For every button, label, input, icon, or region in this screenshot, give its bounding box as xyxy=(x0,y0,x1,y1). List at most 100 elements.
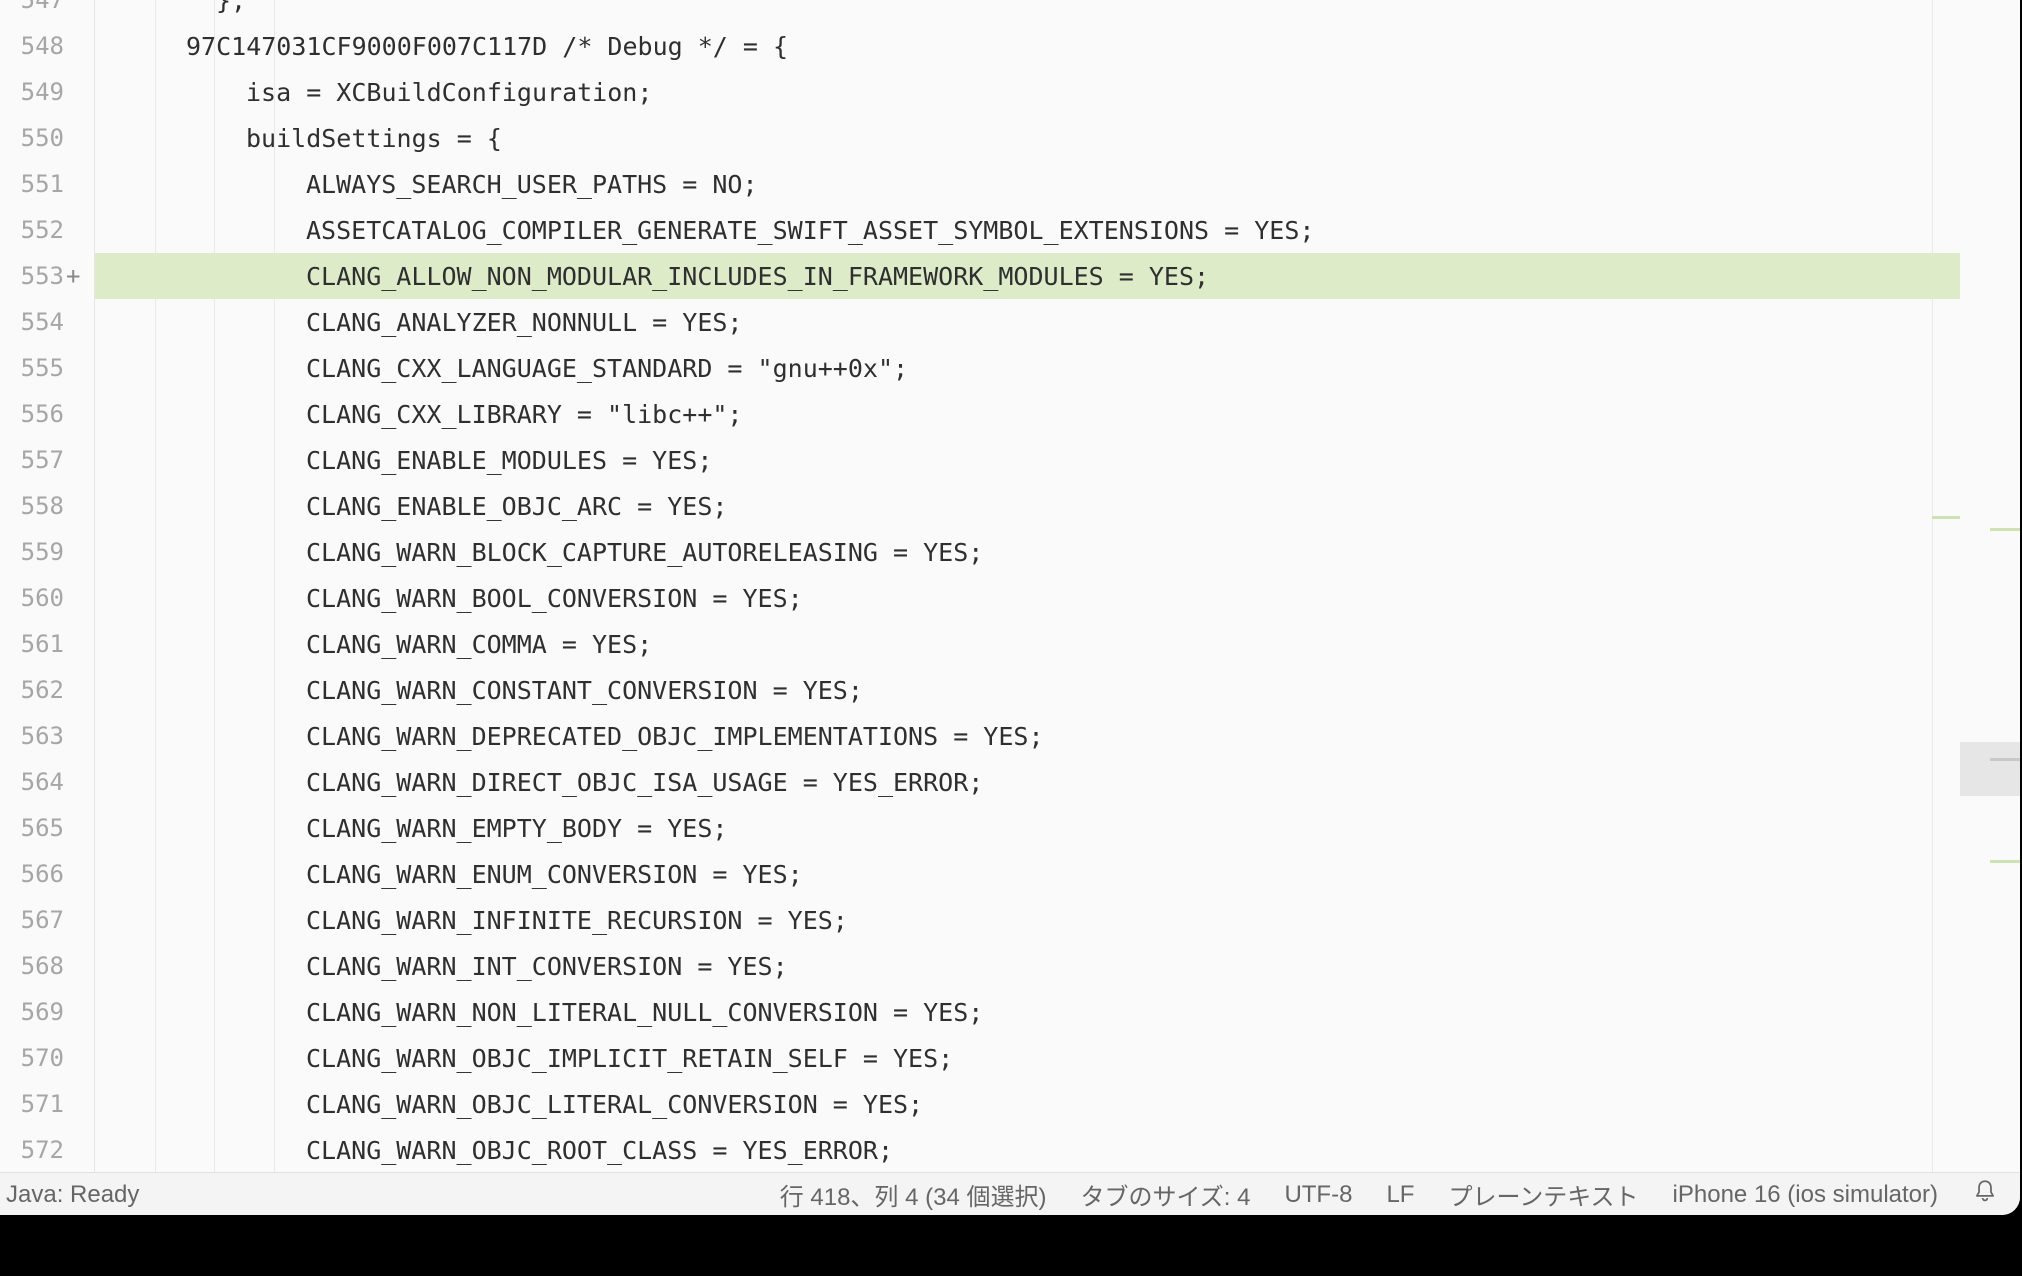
code-text: CLANG_WARN_DEPRECATED_OBJC_IMPLEMENTATIO… xyxy=(306,721,1044,751)
code-text: ASSETCATALOG_COMPILER_GENERATE_SWIFT_ASS… xyxy=(306,215,1315,245)
code-text: CLANG_WARN_OBJC_LITERAL_CONVERSION = YES… xyxy=(306,1089,924,1119)
status-language-mode[interactable]: プレーンテキスト xyxy=(1448,1184,1639,1211)
line-number: 563 xyxy=(20,722,64,750)
code-text: CLANG_WARN_NON_LITERAL_NULL_CONVERSION =… xyxy=(306,997,984,1027)
code-line[interactable]: 556 CLANG_CXX_LIBRARY = "libc++"; xyxy=(0,391,1960,437)
indent-guide xyxy=(155,0,156,1172)
code-line[interactable]: 562 CLANG_WARN_CONSTANT_CONVERSION = YES; xyxy=(0,667,1960,713)
indent-guide xyxy=(214,0,215,1172)
line-number: 553 xyxy=(20,262,64,290)
line-number: 559 xyxy=(20,538,64,566)
status-encoding[interactable]: UTF-8 xyxy=(1284,1180,1353,1208)
line-number: 557 xyxy=(20,446,64,474)
diff-added-marker: + xyxy=(66,262,81,290)
code-line-added[interactable]: 553+ CLANG_ALLOW_NON_MODULAR_INCLUDES_IN_… xyxy=(0,253,1960,299)
line-number: 556 xyxy=(20,400,64,428)
status-bar: Java: Ready 行 418、列 4 (34 個選択) タブのサイズ: 4… xyxy=(0,1172,2020,1215)
code-line[interactable]: 558 CLANG_ENABLE_OBJC_ARC = YES; xyxy=(0,483,1960,529)
line-number: 549 xyxy=(20,78,64,106)
line-number: 562 xyxy=(20,676,64,704)
line-number: 552 xyxy=(20,216,64,244)
code-text: CLANG_WARN_COMMA = YES; xyxy=(306,629,653,659)
code-text: CLANG_WARN_INFINITE_RECURSION = YES; xyxy=(306,905,848,935)
code-line[interactable]: 559 CLANG_WARN_BLOCK_CAPTURE_AUTORELEASIN… xyxy=(0,529,1960,575)
overview-ruler-edge xyxy=(1932,0,1933,1172)
code-text: CLANG_WARN_BOOL_CONVERSION = YES; xyxy=(306,583,803,613)
code-line[interactable]: 567 CLANG_WARN_INFINITE_RECURSION = YES; xyxy=(0,897,1960,943)
code-text: CLANG_WARN_EMPTY_BODY = YES; xyxy=(306,813,728,843)
scrollbar-cursor-mark xyxy=(1990,758,2020,761)
code-line[interactable]: 572 CLANG_WARN_OBJC_ROOT_CLASS = YES_ERRO… xyxy=(0,1127,1960,1172)
code-line-partial[interactable]: 547 }, xyxy=(0,0,1960,23)
status-eol[interactable]: LF xyxy=(1386,1180,1415,1208)
code-text: CLANG_WARN_OBJC_IMPLICIT_RETAIN_SELF = Y… xyxy=(306,1043,954,1073)
code-text: CLANG_ENABLE_MODULES = YES; xyxy=(306,445,713,475)
line-number: 554 xyxy=(20,308,64,336)
code-text: CLANG_CXX_LIBRARY = "libc++"; xyxy=(306,399,743,429)
code-text: }, xyxy=(216,0,247,15)
code-line[interactable]: 554 CLANG_ANALYZER_NONNULL = YES; xyxy=(0,299,1960,345)
code-text: CLANG_WARN_OBJC_ROOT_CLASS = YES_ERROR; xyxy=(306,1135,893,1165)
code-text: ALWAYS_SEARCH_USER_PATHS = NO; xyxy=(306,169,758,199)
code-line[interactable]: 552 ASSETCATALOG_COMPILER_GENERATE_SWIFT_… xyxy=(0,207,1960,253)
line-number: 547 xyxy=(20,0,64,14)
code-text: CLANG_WARN_BLOCK_CAPTURE_AUTORELEASING =… xyxy=(306,537,984,567)
code-line[interactable]: 568 CLANG_WARN_INT_CONVERSION = YES; xyxy=(0,943,1960,989)
code-text: CLANG_ENABLE_OBJC_ARC = YES; xyxy=(306,491,728,521)
line-number: 560 xyxy=(20,584,64,612)
code-line[interactable]: 566 CLANG_WARN_ENUM_CONVERSION = YES; xyxy=(0,851,1960,897)
gutter-divider xyxy=(94,0,95,1172)
status-tab-size[interactable]: タブのサイズ: 4 xyxy=(1080,1184,1251,1211)
status-java[interactable]: Java: Ready xyxy=(6,1180,140,1208)
overview-change-mark xyxy=(1990,860,2020,863)
code-text: CLANG_ANALYZER_NONNULL = YES; xyxy=(306,307,743,337)
line-number: 550 xyxy=(20,124,64,152)
line-number: 565 xyxy=(20,814,64,842)
code-text: CLANG_WARN_INT_CONVERSION = YES; xyxy=(306,951,788,981)
line-number: 566 xyxy=(20,860,64,888)
code-line[interactable]: 557 CLANG_ENABLE_MODULES = YES; xyxy=(0,437,1960,483)
line-number: 570 xyxy=(20,1044,64,1072)
status-device[interactable]: iPhone 16 (ios simulator) xyxy=(1672,1180,1938,1208)
code-text: CLANG_WARN_DIRECT_OBJC_ISA_USAGE = YES_E… xyxy=(306,767,984,797)
line-number: 572 xyxy=(20,1136,64,1164)
line-number: 567 xyxy=(20,906,64,934)
code-line[interactable]: 564 CLANG_WARN_DIRECT_OBJC_ISA_USAGE = YE… xyxy=(0,759,1960,805)
code-text: isa = XCBuildConfiguration; xyxy=(246,77,653,107)
code-line[interactable]: 571 CLANG_WARN_OBJC_LITERAL_CONVERSION = … xyxy=(0,1081,1960,1127)
line-number: 564 xyxy=(20,768,64,796)
indent-guide xyxy=(274,0,275,1172)
added-line-highlight xyxy=(95,253,1960,299)
code-line[interactable]: 569 CLANG_WARN_NON_LITERAL_NULL_CONVERSIO… xyxy=(0,989,1960,1035)
code-line[interactable]: 561 CLANG_WARN_COMMA = YES; xyxy=(0,621,1960,667)
code-text: CLANG_ALLOW_NON_MODULAR_INCLUDES_IN_FRAM… xyxy=(306,261,1210,291)
code-line[interactable]: 570 CLANG_WARN_OBJC_IMPLICIT_RETAIN_SELF … xyxy=(0,1035,1960,1081)
code-line[interactable]: 563 CLANG_WARN_DEPRECATED_OBJC_IMPLEMENTA… xyxy=(0,713,1960,759)
code-text: CLANG_CXX_LANGUAGE_STANDARD = "gnu++0x"; xyxy=(306,353,909,383)
code-text: CLANG_WARN_ENUM_CONVERSION = YES; xyxy=(306,859,803,889)
line-number: 558 xyxy=(20,492,64,520)
code-line[interactable]: 560 CLANG_WARN_BOOL_CONVERSION = YES; xyxy=(0,575,1960,621)
line-number: 551 xyxy=(20,170,64,198)
code-line[interactable]: 551 ALWAYS_SEARCH_USER_PATHS = NO; xyxy=(0,161,1960,207)
line-number: 571 xyxy=(20,1090,64,1118)
code-line[interactable]: 555 CLANG_CXX_LANGUAGE_STANDARD = "gnu++0… xyxy=(0,345,1960,391)
status-cursor-position[interactable]: 行 418、列 4 (34 個選択) xyxy=(779,1184,1047,1211)
code-line[interactable]: 549 isa = XCBuildConfiguration; xyxy=(0,69,1960,115)
line-number: 561 xyxy=(20,630,64,658)
scrollbar-thumb[interactable] xyxy=(1960,742,2020,796)
bell-icon[interactable] xyxy=(1972,1178,1998,1211)
code-line[interactable]: 565 CLANG_WARN_EMPTY_BODY = YES; xyxy=(0,805,1960,851)
line-number: 568 xyxy=(20,952,64,980)
overview-change-mark xyxy=(1990,528,2020,531)
code-text: 97C147031CF9000F007C117D /* Debug */ = { xyxy=(186,31,789,61)
code-line[interactable]: 550 buildSettings = { xyxy=(0,115,1960,161)
line-number: 555 xyxy=(20,354,64,382)
code-text: buildSettings = { xyxy=(246,123,502,153)
code-text: CLANG_WARN_CONSTANT_CONVERSION = YES; xyxy=(306,675,863,705)
overview-change-mark xyxy=(1932,516,1960,519)
line-number: 569 xyxy=(20,998,64,1026)
